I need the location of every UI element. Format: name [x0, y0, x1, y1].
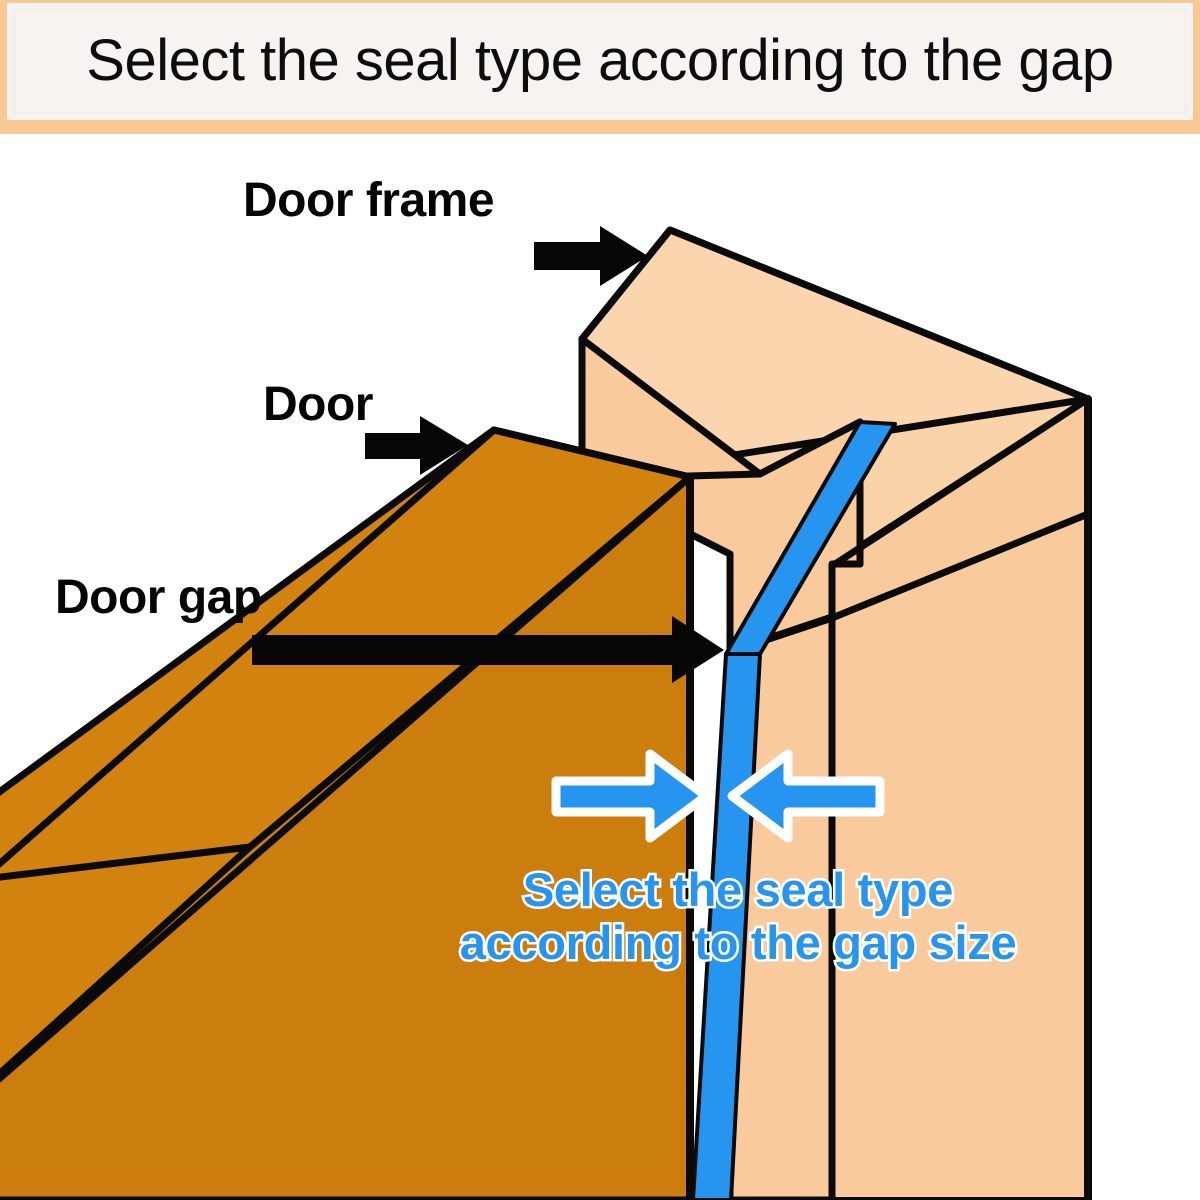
header-banner: Select the seal type according to the ga…	[0, 0, 1200, 134]
door-frame-pointer-arrow	[534, 226, 648, 286]
page-title: Select the seal type according to the ga…	[86, 27, 1114, 93]
door-fold-edge	[0, 473, 694, 1083]
door-pointer-arrow	[365, 416, 468, 475]
seal-callout-line-2: according to the gap size	[457, 914, 1019, 971]
door-top-left-edge	[0, 426, 498, 868]
door-gap-diagram	[0, 226, 1092, 1200]
label-door: Door	[263, 378, 373, 431]
frame-right-face-diagonal	[828, 395, 1092, 570]
seal-callout-text: Select the seal type according to the ga…	[408, 861, 1068, 971]
diagram-stage: Door frame Door Door gap Select the seal…	[0, 134, 1200, 1200]
door-frame-body	[578, 226, 1092, 1200]
label-door-gap: Door gap	[55, 571, 262, 624]
seal-callout-line-1: Select the seal type	[520, 861, 956, 918]
label-door-frame: Door frame	[243, 174, 495, 227]
door-top-edge	[490, 426, 694, 481]
seal-compression-arrow-left	[551, 749, 711, 843]
seal-compression-arrow-right	[727, 749, 885, 843]
door-gap-pointer-arrow	[252, 616, 724, 683]
header-inner-panel	[14, 9, 1186, 114]
